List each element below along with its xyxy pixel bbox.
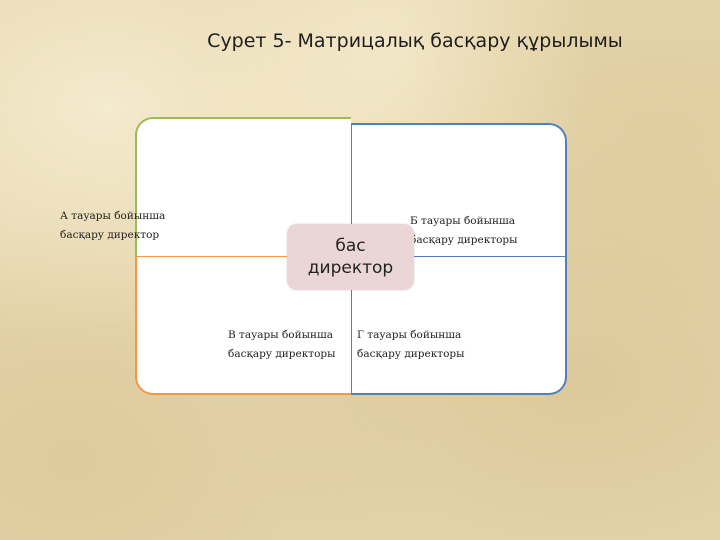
- product-g-line-2: басқару директоры: [357, 348, 465, 360]
- product-v-line-2: басқару директоры: [228, 348, 336, 360]
- slide-title: Сурет 5- Матрицалық басқару құрылымы: [207, 30, 623, 52]
- product-g-line-1: Г тауары бойынша: [357, 329, 462, 341]
- product-b-line-1: Б тауары бойынша: [410, 215, 515, 227]
- product-g-director-label: Г тауары бойынша басқару директоры: [357, 326, 465, 364]
- quadrant-top-left: [135, 117, 351, 256]
- product-a-line-1: А тауары бойынша: [60, 210, 166, 222]
- product-b-director-label: Б тауары бойынша басқару директоры: [410, 212, 518, 250]
- product-v-line-1: В тауары бойынша: [228, 329, 333, 341]
- general-director-box: бас директор: [287, 224, 414, 290]
- product-a-line-2: басқару директор: [60, 229, 160, 241]
- product-a-director-label: А тауары бойынша басқару директор: [60, 207, 165, 245]
- product-v-director-label: В тауары бойынша басқару директоры: [228, 326, 336, 364]
- product-b-line-2: басқару директоры: [410, 234, 518, 246]
